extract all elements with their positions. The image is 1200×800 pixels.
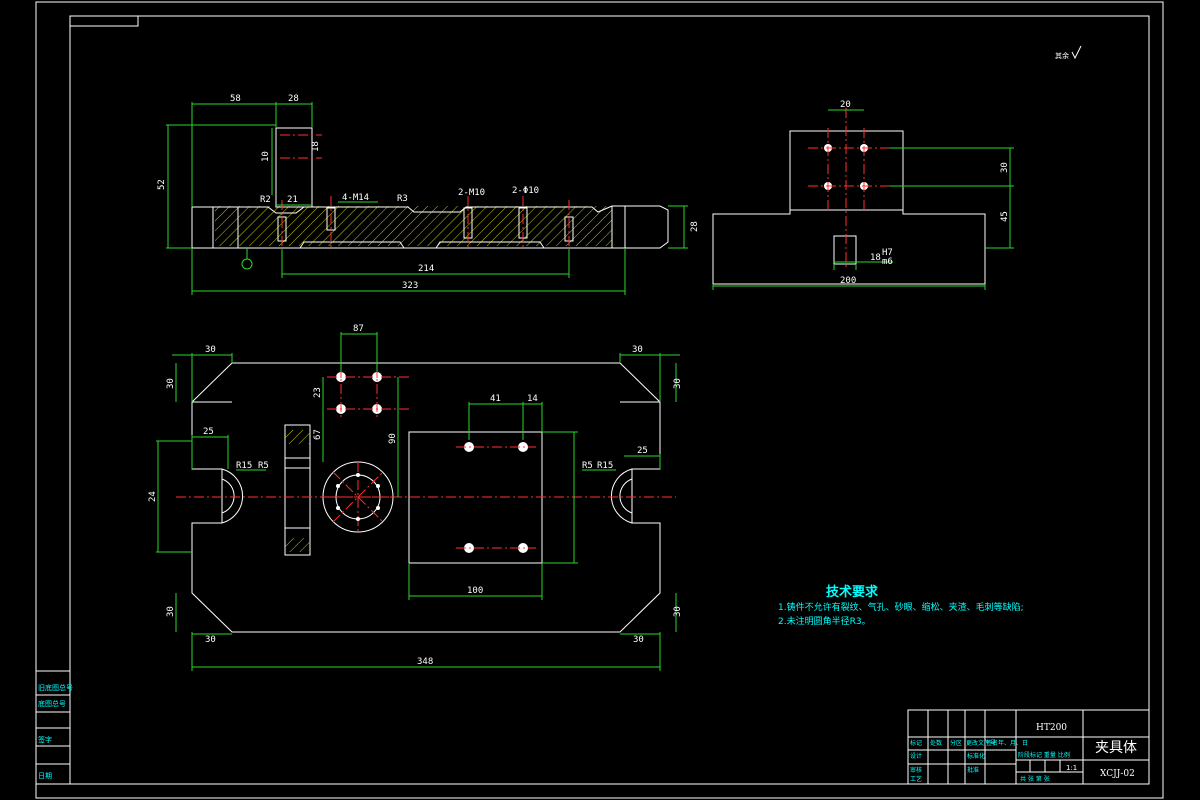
dim-67: 67 — [313, 429, 323, 440]
dim-30-topleft-v: 30 — [166, 378, 176, 389]
roughness-symbol — [1071, 45, 1082, 60]
dim-30-bottomright-h: 30 — [633, 635, 644, 645]
side-label-1: 底图总号 — [38, 699, 66, 708]
tb-stage-labels: 阶段标记 重量 比例 — [1018, 751, 1070, 759]
dim-45: 45 — [1000, 211, 1010, 222]
dim-28: 28 — [288, 94, 299, 104]
dim-58: 58 — [230, 94, 241, 104]
technical-requirements: 技术要求 1.铸件不允许有裂纹、气孔、砂眼、缩松、夹渣、毛刺等缺陷; 2.未注明… — [778, 584, 1024, 627]
dim-30-topright-v: 30 — [673, 378, 683, 389]
part-name: 夹具体 — [1095, 740, 1137, 756]
side-label-3: 日期 — [38, 772, 52, 780]
scale: 1:1 — [1066, 764, 1077, 772]
front-view: 58 28 10 18 52 R2 21 4-M14 R3 2-M10 2-Φ1… — [157, 94, 700, 295]
dim-14: 14 — [527, 394, 538, 404]
tb-role-standard: 标准化 — [967, 752, 985, 760]
title-block: HT200 夹具体 XCJJ-02 1:1 标记 处数 分区 更改文件号 签名 … — [907, 709, 1150, 785]
dim-100: 100 — [467, 586, 483, 596]
dim-r15-left: R15 — [236, 461, 252, 471]
tb-zone: 分区 — [950, 739, 962, 747]
material: HT200 — [1036, 723, 1067, 733]
dim-30-topright-h: 30 — [632, 345, 643, 355]
dim-25-left: 25 — [203, 427, 214, 437]
dim-r2: R2 — [260, 195, 271, 205]
dim-30: 30 — [1000, 162, 1010, 173]
side-label-2: 签字 — [38, 735, 52, 744]
tb-count: 处数 — [930, 739, 942, 747]
fit-h7: H7 — [882, 248, 893, 258]
tb-change-no: 更改文件号 — [966, 739, 996, 747]
dim-30-bottomright-v: 30 — [673, 606, 683, 617]
dim-30-topleft-h: 30 — [205, 345, 216, 355]
dim-r5-left: R5 — [258, 461, 269, 471]
dim-18: 18 — [311, 141, 321, 152]
dim-200: 200 — [840, 276, 856, 286]
top-view: 30 30 30 30 87 23 67 90 41 14 25 25 — [148, 324, 683, 671]
tb-sign: 签名 — [986, 739, 998, 747]
fit-m6: m6 — [882, 257, 893, 267]
dim-r5-right: R5 — [582, 461, 593, 471]
roughness-note: 其余 — [1055, 51, 1069, 60]
dim-10: 10 — [261, 151, 271, 162]
dim-214: 214 — [418, 264, 434, 274]
tb-date: 年、月、日 — [998, 739, 1028, 747]
tech-req-line-1: 1.铸件不允许有裂纹、气孔、砂眼、缩松、夹渣、毛刺等缺陷; — [778, 601, 1024, 613]
dim-87: 87 — [353, 324, 364, 334]
dim-20: 20 — [840, 100, 851, 110]
dim-24: 24 — [148, 491, 158, 502]
dim-r15-right: R15 — [597, 461, 613, 471]
tb-role-design: 设计 — [910, 752, 922, 760]
tb-role-process: 工艺 — [910, 775, 922, 783]
left-side-label-column: 旧底图总号 底图总号 签字 日期 — [35, 670, 73, 785]
dim-41: 41 — [490, 394, 501, 404]
tech-req-line-2: 2.未注明圆角半径R3。 — [778, 615, 871, 627]
dim-2m10: 2-M10 — [458, 188, 485, 198]
dim-4m14: 4-M14 — [342, 193, 369, 203]
dim-30-bottomleft-h: 30 — [205, 635, 216, 645]
tb-sheet-labels: 共 张 第 张 — [1020, 775, 1050, 783]
tb-role-review: 审核 — [910, 766, 922, 774]
dim-2phi10: 2-Φ10 — [512, 186, 539, 196]
dim-18-h7m6: 18 — [870, 253, 881, 263]
dim-30-bottomleft-v: 30 — [166, 606, 176, 617]
dim-323: 323 — [402, 281, 418, 291]
sheet-inner-border — [69, 15, 1150, 785]
dim-23: 23 — [313, 387, 323, 398]
tb-role-approve: 批准 — [967, 766, 979, 774]
tb-mark: 标记 — [910, 739, 922, 747]
dim-52: 52 — [157, 179, 167, 190]
dim-r3: R3 — [397, 194, 408, 204]
tech-req-title: 技术要求 — [826, 584, 879, 600]
corner-stamp-box — [69, 15, 139, 27]
sheet-outer-border — [35, 1, 1164, 799]
dim-90: 90 — [388, 433, 398, 444]
dim-25-right: 25 — [637, 446, 648, 456]
dim-348: 348 — [417, 657, 433, 667]
drawing-number: XCJJ-02 — [1100, 769, 1135, 779]
dim-28-right: 28 — [690, 221, 700, 232]
side-view: 20 30 45 18 H7 m6 200 — [712, 100, 1014, 290]
dim-21: 21 — [287, 195, 298, 205]
side-label-0: 旧底图总号 — [38, 683, 73, 692]
